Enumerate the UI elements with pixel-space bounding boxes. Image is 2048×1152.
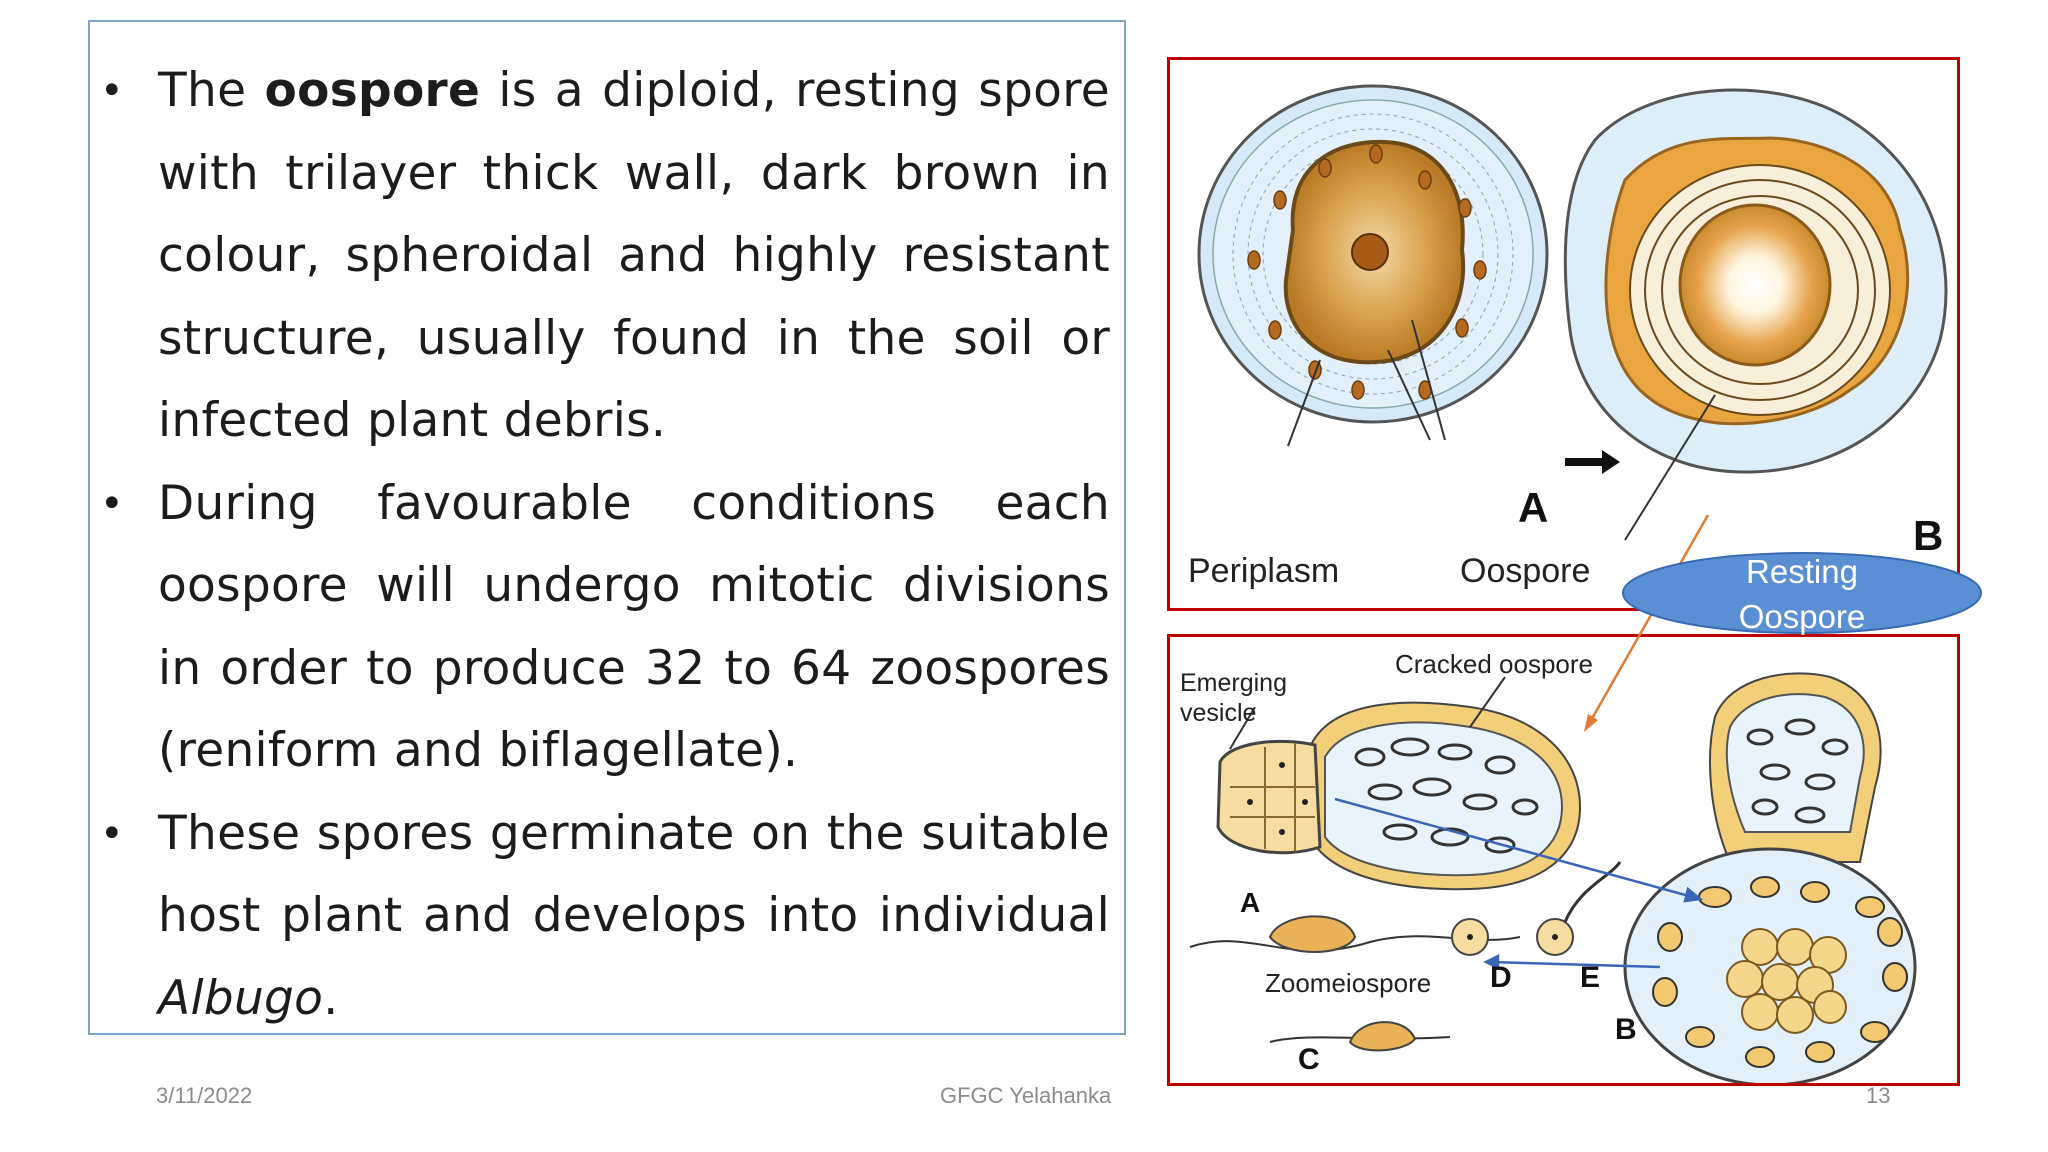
- label-emerging: Emerging: [1180, 669, 1287, 697]
- zoospores-diagram: [1189, 861, 1622, 1052]
- oospore-a-diagram: [1197, 84, 1549, 447]
- oospore-figure: Periplasm Oospore A B: [1167, 57, 1960, 611]
- germination-figure: Emerging vesicle Cracked oospore A Zoome…: [1167, 634, 1960, 1086]
- footer-date: 3/11/2022: [156, 1083, 253, 1108]
- label-cracked-oospore: Cracked oospore: [1395, 649, 1593, 679]
- label-oospore: Oospore: [1460, 552, 1590, 590]
- oospore-b-diagram: [1563, 88, 1948, 541]
- label-e: E: [1580, 961, 1600, 994]
- callout-arrow: [1584, 514, 1710, 732]
- oospore-with-vesicle-diagram: [1623, 672, 1917, 1083]
- term-albugo: Albugo: [158, 970, 324, 1026]
- footer-institution: GFGC Yelahanka: [940, 1083, 1112, 1108]
- term-oospore: oospore: [264, 63, 481, 118]
- resting-oospore-callout: Resting Oospore: [1622, 552, 1982, 635]
- text-box: The oospore is a diploid, resting spore …: [88, 20, 1126, 1035]
- germination-illustration: Emerging vesicle Cracked oospore A Zoome…: [1180, 649, 1917, 1083]
- label-a-top: A: [1518, 484, 1548, 531]
- label-b-bottom: B: [1615, 1013, 1637, 1046]
- label-vesicle: vesicle: [1180, 699, 1256, 727]
- label-periplasm: Periplasm: [1188, 552, 1339, 590]
- label-c: C: [1298, 1043, 1320, 1076]
- bullet-oospore: The oospore is a diploid, resting spore …: [100, 50, 1110, 463]
- oospore-illustration: Periplasm Oospore A B: [1188, 84, 1948, 590]
- label-zoomeiospore: Zoomeiospore: [1265, 968, 1431, 998]
- bullet-favourable-conditions: During favourable conditions each oospor…: [100, 463, 1110, 793]
- blue-arrows: [1334, 797, 1703, 971]
- label-d: D: [1490, 961, 1512, 994]
- callout-line-2: Oospore: [1739, 598, 1866, 635]
- label-a-bottom: A: [1240, 887, 1260, 918]
- bullet-germination: These spores germinate on the suitable h…: [100, 793, 1110, 1041]
- bullet-list: The oospore is a diploid, resting spore …: [100, 50, 1110, 1041]
- callout-line-1: Resting: [1746, 553, 1858, 590]
- footer-page-number: 13: [1866, 1083, 1891, 1108]
- cracked-oospore-diagram: [1216, 676, 1582, 891]
- label-b-top: B: [1913, 512, 1943, 559]
